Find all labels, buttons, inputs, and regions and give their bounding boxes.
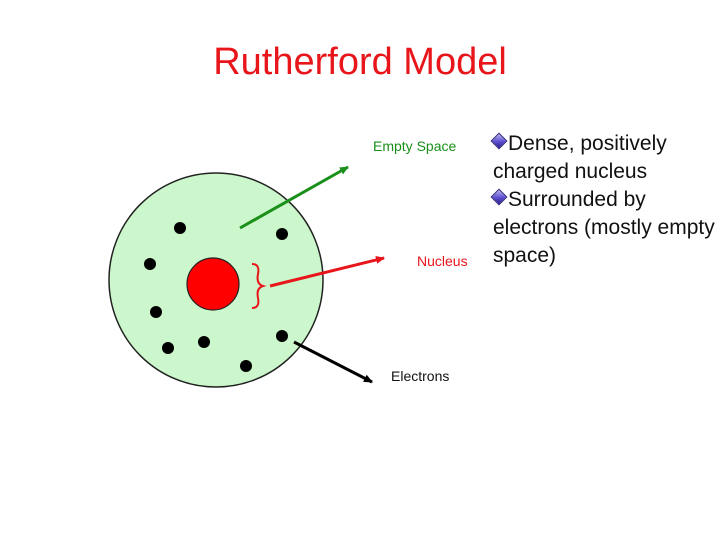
electron: [198, 336, 210, 348]
bullet-list: Dense, positively charged nucleus Surrou…: [490, 130, 715, 270]
electron: [276, 228, 288, 240]
nucleus-label: Nucleus: [417, 253, 468, 269]
purple-diamond-bullet-icon: [490, 188, 508, 206]
electron: [240, 360, 252, 372]
nucleus: [186, 257, 240, 311]
purple-diamond-bullet-icon: [490, 132, 508, 150]
empty-space-arrow: [239, 165, 349, 230]
electrons-arrow: [293, 340, 373, 384]
bullet-item: Surrounded by electrons (mostly empty sp…: [490, 186, 715, 270]
bullet-item: Dense, positively charged nucleus: [490, 130, 715, 186]
electron: [144, 258, 156, 270]
bullet-text: Surrounded by electrons (mostly empty sp…: [493, 187, 715, 267]
nucleus-brace: [251, 263, 267, 309]
electron: [162, 342, 174, 354]
slide-title: Rutherford Model: [213, 41, 507, 83]
electron: [276, 330, 288, 342]
bullet-text: Dense, positively charged nucleus: [493, 132, 667, 183]
empty-space-label: Empty Space: [373, 138, 456, 154]
electron: [150, 306, 162, 318]
electrons-label: Electrons: [391, 368, 449, 384]
electron: [174, 222, 186, 234]
nucleus-arrow: [269, 256, 385, 288]
